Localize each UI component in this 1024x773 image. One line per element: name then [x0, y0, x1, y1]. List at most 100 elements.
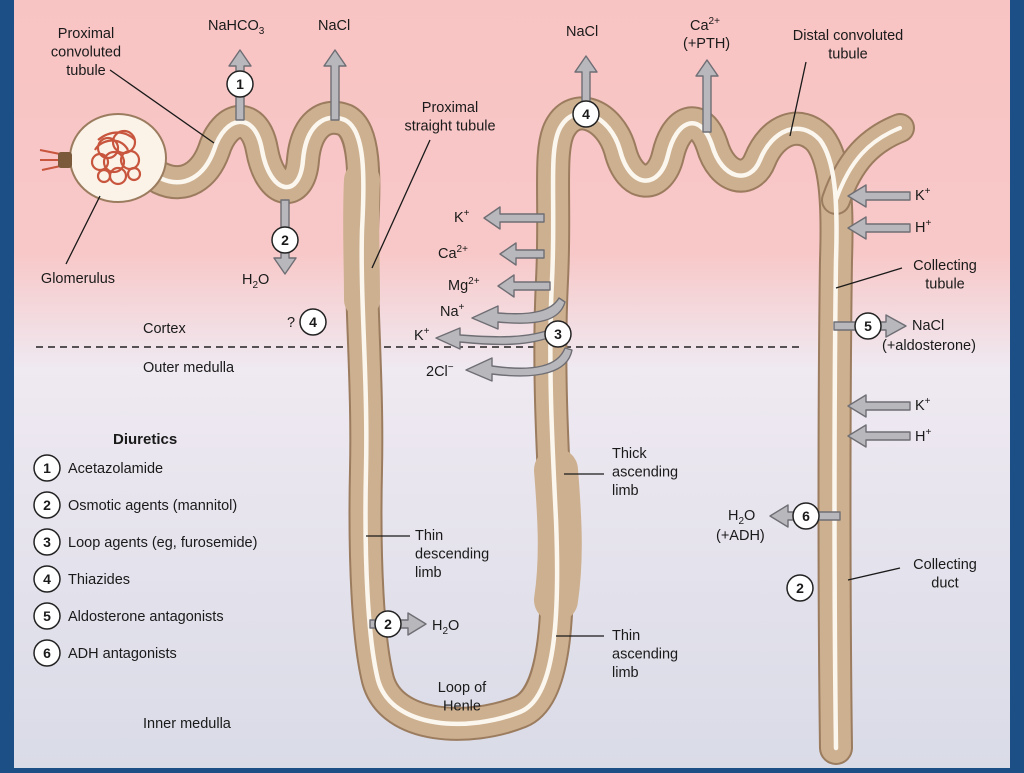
legend-badge — [33, 565, 61, 593]
label-glomerulus: Glomerulus — [41, 271, 115, 287]
svg-text:2: 2 — [281, 232, 289, 248]
label-cortex: Cortex — [143, 321, 186, 337]
arrow-na-tal — [471, 297, 566, 330]
legend-item: 3 Loop agents (eg, furosemide) — [33, 528, 257, 556]
legend-label: Loop agents (eg, furosemide) — [68, 535, 257, 551]
slide-left-edge — [0, 0, 14, 768]
solute-k-ct1: K+ — [915, 186, 931, 204]
solute-k-tal: K+ — [454, 208, 470, 226]
solute-k-tal2: K+ — [414, 326, 430, 344]
arrow-k-tal2 — [435, 327, 557, 350]
nephron-tubule — [143, 96, 915, 765]
slide-right-edge — [1010, 0, 1024, 768]
bowmans-capsule — [69, 113, 167, 203]
legend-number: 2 — [43, 497, 51, 513]
badge-6-cd: 6 — [792, 502, 820, 530]
solute-h2o-loop: H2O — [432, 618, 459, 637]
solute-ca-tal: Ca2+ — [438, 244, 468, 262]
badge-5-ct: 5 — [854, 312, 882, 340]
diuretic-badges: 1 2 4 4 3 5 6 2 2 — [226, 70, 882, 638]
solute-h-ct2: H+ — [915, 427, 931, 445]
legend-number: 3 — [43, 534, 51, 550]
arrow-h-ct1 — [847, 216, 911, 240]
question-mark: ? — [287, 315, 295, 331]
capillary-tuft — [90, 129, 142, 186]
label-inner-medulla: Inner medulla — [143, 716, 232, 732]
solute-ca-pth: Ca2+(+PTH) — [683, 16, 730, 52]
svg-text:4: 4 — [582, 106, 590, 122]
arrow-ca-pth — [695, 59, 719, 133]
solute-labels: NaHCO3 NaCl H2O NaCl Ca2+(+PTH) K+ Ca2+ … — [208, 16, 976, 637]
solute-nacl-pct: NaCl — [318, 18, 350, 34]
legend-badge — [33, 491, 61, 519]
solute-nahco3: NaHCO3 — [208, 18, 265, 37]
diuretics-legend: Diuretics 1 Acetazolamide 2 Osmotic agents … — [33, 431, 257, 667]
badge-4-question: 4 — [299, 308, 327, 336]
solute-h2o-adh: H2O(+ADH) — [716, 508, 765, 544]
badge-4-dct: 4 — [572, 100, 600, 128]
legend-label: Osmotic agents (mannitol) — [68, 498, 237, 514]
solute-nacl-dct: NaCl — [566, 24, 598, 40]
badge-2-cd: 2 — [786, 574, 814, 602]
legend-title: Diuretics — [113, 431, 177, 448]
label-outer-medulla: Outer medulla — [143, 360, 235, 376]
legend-number: 1 — [43, 460, 51, 476]
legend-item: 1 Acetazolamide — [33, 454, 163, 482]
arrow-h-ct2 — [847, 424, 911, 448]
arrow-cl-tal — [465, 347, 573, 382]
svg-text:6: 6 — [802, 508, 810, 524]
legend-badge — [33, 454, 61, 482]
zone-labels: Cortex Outer medulla Inner medulla — [143, 321, 235, 732]
arrow-mg-tal — [497, 274, 551, 298]
leader-lines — [65, 61, 903, 637]
solute-cl-tal: 2Cl− — [426, 362, 454, 380]
arrow-k-ct1 — [847, 184, 911, 208]
arrow-k-tal — [483, 206, 545, 230]
legend-label: Acetazolamide — [68, 461, 163, 477]
legend-label: Thiazides — [68, 572, 130, 588]
solute-h-ct1: H+ — [915, 218, 931, 236]
legend-badge — [33, 528, 61, 556]
arrow-k-ct2 — [847, 394, 911, 418]
legend-item: 6 ADH antagonists — [33, 639, 177, 667]
badge-2-pct: 2 — [271, 226, 299, 254]
legend-item: 4 Thiazides — [33, 565, 130, 593]
legend-label: Aldosterone antagonists — [68, 609, 224, 625]
svg-text:2: 2 — [384, 616, 392, 632]
legend-badge — [33, 639, 61, 667]
solute-nacl-ct: NaCl(+aldosterone) — [882, 318, 976, 354]
svg-text:1: 1 — [236, 76, 244, 92]
collecting-branch-lumen — [834, 126, 902, 202]
svg-text:5: 5 — [864, 318, 872, 334]
solute-mg-tal: Mg2+ — [448, 276, 480, 294]
badge-3-tal: 3 — [544, 320, 572, 348]
legend-number: 4 — [43, 571, 51, 587]
glomerulus — [39, 113, 167, 203]
tubule-lumen — [157, 111, 839, 751]
solute-na-tal: Na+ — [440, 302, 465, 320]
arrow-nacl-pct — [323, 49, 347, 121]
svg-text:4: 4 — [309, 314, 317, 330]
svg-text:2: 2 — [796, 580, 804, 596]
svg-text:3: 3 — [554, 326, 562, 342]
solute-h2o-pct: H2O — [242, 272, 269, 291]
badge-2-loop: 2 — [374, 610, 402, 638]
badge-1-pct: 1 — [226, 70, 254, 98]
arrow-ca-tal — [499, 242, 545, 266]
legend-label: ADH antagonists — [68, 646, 177, 662]
legend-number: 6 — [43, 645, 51, 661]
legend-item: 2 Osmotic agents (mannitol) — [33, 491, 237, 519]
